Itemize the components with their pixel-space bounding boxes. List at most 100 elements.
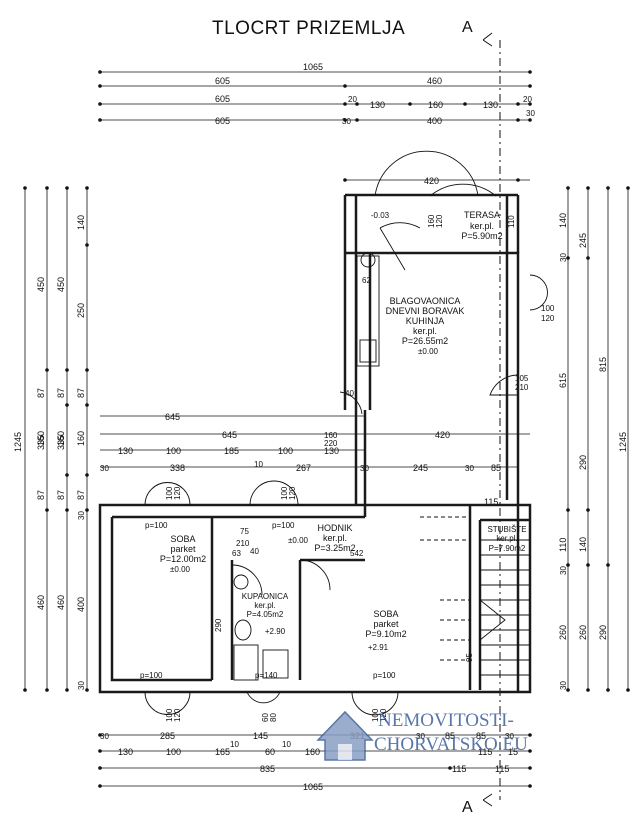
dim-right-inner-210: 210	[515, 383, 529, 392]
dim-left-inner-140: 140	[76, 215, 86, 230]
dim-right-260: 260	[558, 625, 568, 640]
misc-63: 63	[232, 549, 241, 558]
watermark: NEMOVITOSTI- CHORVATSKO.EU	[316, 710, 528, 761]
win-label-4a: 60	[261, 713, 270, 722]
dim-top4-2: 400	[427, 116, 442, 126]
misc-62: 62	[362, 276, 371, 285]
dim-mid-338: 338	[170, 463, 185, 473]
room-dnevni-name3: KUHINJA	[406, 316, 445, 326]
dim-mid-130b: 130	[324, 446, 339, 456]
dim-mid-645b: 645	[222, 430, 237, 440]
room-kupaonica-area: P=4.05m2	[247, 610, 284, 619]
room-dnevni-level: ±0.00	[418, 347, 439, 356]
dim-bot3-835: 835	[260, 764, 275, 774]
win-label-2a: 100	[280, 486, 289, 500]
room-soba1-area: P=12.00m2	[160, 554, 206, 564]
dim-bot2-15: 15	[508, 747, 518, 757]
room-terasa-level: -0.03	[371, 211, 390, 220]
dim-bot-30c: 30	[505, 732, 514, 741]
dim-left-160: 160	[36, 431, 46, 446]
dim-mid-115a: 115	[484, 497, 498, 507]
dim-bot-285: 285	[160, 731, 175, 741]
dim-top1-total: 1065	[303, 62, 323, 72]
dim-right-815: 815	[598, 357, 608, 372]
dim-mid-100a: 100	[166, 446, 181, 456]
dim-bot-85a: 85	[445, 731, 455, 741]
win-label-6a: 160	[427, 214, 436, 228]
room-terasa-name: TERASA	[464, 210, 500, 220]
dim-right-inner-140a: 140	[558, 213, 568, 228]
room-hodnik-name: HODNIK	[317, 523, 352, 533]
parapet-2: p=100	[272, 521, 295, 530]
dim-right-inner-105: 105	[515, 374, 529, 383]
dim-top4-0: 605	[215, 116, 230, 126]
dim-bot3-115b: 115	[495, 764, 509, 774]
bedroom1-window-arc2	[249, 480, 299, 506]
section-arrow-bottom	[482, 793, 493, 807]
dim-mid-160: 160	[324, 431, 338, 440]
dim-right-inner-30c: 30	[559, 681, 568, 690]
lower-inner	[110, 410, 367, 682]
misc-40: 40	[250, 547, 259, 556]
room-stubiste-floor: ker.pl.	[496, 534, 517, 543]
parapet-4: p=140	[255, 671, 278, 680]
dim-bot-30a: 30	[100, 732, 109, 741]
room-kupaonica-name: KUPAONICA	[242, 592, 289, 601]
dim-left-87c: 87	[56, 388, 66, 398]
bottom-window-arc3	[351, 691, 399, 716]
bath-fixture	[233, 644, 259, 681]
dim-mid-10: 10	[254, 460, 263, 469]
room-soba2-area: P=9.10m2	[365, 629, 406, 639]
dim-right-inner-140b: 140	[578, 537, 588, 552]
dim-top3-5: 20	[523, 95, 532, 104]
dim-mid-30a: 30	[100, 464, 109, 473]
win-label-5a: 100	[371, 708, 380, 722]
watermark-line2: CHORVATSKO.EU	[374, 734, 528, 755]
win-label-2b: 120	[288, 486, 297, 500]
dim-left-inner-250: 250	[76, 303, 86, 318]
washer-fixture	[262, 649, 289, 679]
dim-top4-1: 30	[342, 117, 351, 126]
watermark-house-icon	[316, 710, 374, 761]
dim-left-87b: 87	[36, 490, 46, 500]
hall-door-arc	[339, 391, 363, 415]
right-window-arc	[529, 274, 548, 311]
dim-bot-10b: 10	[282, 740, 291, 749]
room-dnevni-name2: DNEVNI BORAVAK	[386, 306, 465, 316]
dim-mid-185: 185	[224, 446, 239, 456]
dim-mid-220: 220	[324, 439, 338, 448]
room-dnevni-floor: ker.pl.	[413, 326, 437, 336]
win-label-1a: 100	[165, 486, 174, 500]
watermark-line1: NEMOVITOSTI-	[378, 710, 514, 731]
dim-top3-4: 130	[483, 100, 498, 110]
room-soba2-floor: parket	[373, 619, 399, 629]
dim-bot2-165: 165	[215, 747, 230, 757]
living-walls	[343, 251, 520, 505]
win-label-8: 40	[345, 389, 354, 398]
kupaonica-door-arc	[231, 564, 263, 596]
lower-walls	[98, 503, 532, 694]
room-terasa-area: P=5.90m2	[461, 231, 502, 241]
dim-bot-145: 145	[253, 731, 268, 741]
dim-left-450b: 450	[56, 277, 66, 292]
dim-top4-3: 30	[526, 109, 535, 118]
parapet-5: p=100	[373, 671, 396, 680]
dim-bot-30b: 30	[416, 732, 425, 741]
misc-95: 95	[465, 653, 474, 662]
sink-fixture	[233, 574, 249, 590]
bedroom1-window-arc	[144, 482, 191, 506]
dim-left-450: 450	[36, 277, 46, 292]
dim-terrace-top: 420	[424, 176, 439, 186]
misc-210: 210	[236, 539, 250, 548]
room-soba2-level: +2.91	[368, 643, 389, 652]
dim-right-inner-30a: 30	[559, 253, 568, 262]
dim-bot2-130: 130	[118, 747, 133, 757]
dim-bot2-160: 160	[305, 747, 320, 757]
stair-walls	[468, 500, 530, 692]
win-label-4b: 80	[269, 713, 278, 722]
room-soba1-level: ±0.00	[170, 565, 191, 574]
section-mark-top: A	[462, 19, 473, 36]
dim-bot2-60: 60	[265, 747, 275, 757]
win-label-3b: 120	[173, 708, 182, 722]
side-door-arc	[489, 374, 519, 396]
